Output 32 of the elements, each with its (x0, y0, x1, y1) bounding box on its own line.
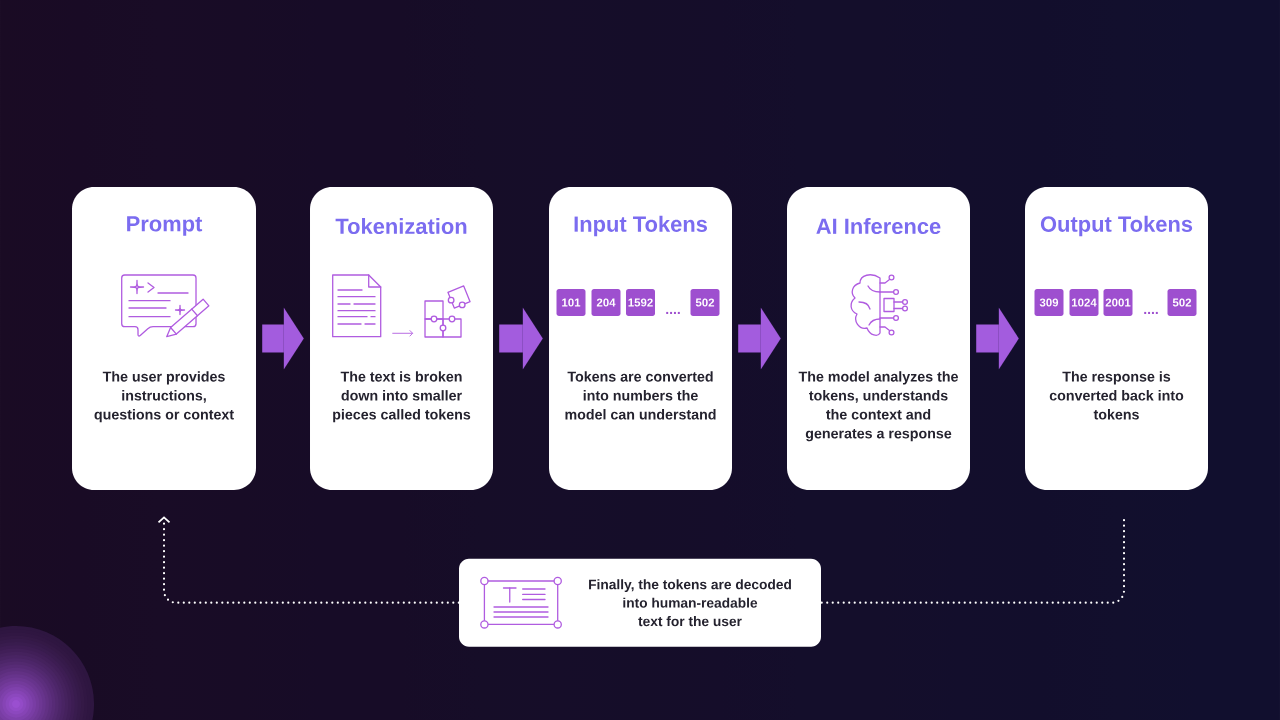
card-title: AI Inference (816, 217, 941, 235)
process-card (72, 187, 256, 490)
token-chip: 309 (1034, 289, 1064, 316)
decode-box (459, 558, 821, 647)
arrow (157, 516, 460, 604)
token-chip: 502 (1167, 289, 1197, 316)
arrow (976, 307, 1019, 370)
token-chip: 2001 (1103, 289, 1133, 316)
ellipsis: .... (666, 311, 680, 314)
arrow (262, 307, 304, 370)
card-description: The model analyzes the tokens, understands the context and generates a response (798, 371, 958, 442)
card-title: Input Tokens (574, 215, 707, 237)
process-card (1025, 187, 1208, 490)
card-title: Prompt (127, 216, 203, 236)
card-description: Tokens are converted into numbers the model can understand (565, 371, 716, 420)
card-title: Tokenization (335, 217, 467, 235)
arrow (738, 307, 781, 370)
token-chip: 101 (556, 289, 586, 316)
card-description: The response is converted back into tokens (1049, 371, 1184, 420)
process-card (549, 187, 732, 490)
card-description: The user provides instructions, questions or context (94, 371, 234, 423)
box-description: Finally, the tokens are decoded into human-readable text for the user (589, 579, 791, 627)
ellipsis: .... (1144, 311, 1158, 314)
arrow (499, 307, 543, 370)
card-title: Output Tokens (1040, 215, 1193, 237)
token-chip: 502 (690, 289, 720, 316)
token-chip: 204 (591, 289, 621, 316)
process-card (310, 187, 493, 490)
process-card (787, 187, 970, 490)
token-chip: 1024 (1069, 289, 1099, 316)
token-chip: 1592 (626, 289, 655, 316)
card-description: The text is broken down into smaller pieces called tokens (333, 371, 471, 423)
